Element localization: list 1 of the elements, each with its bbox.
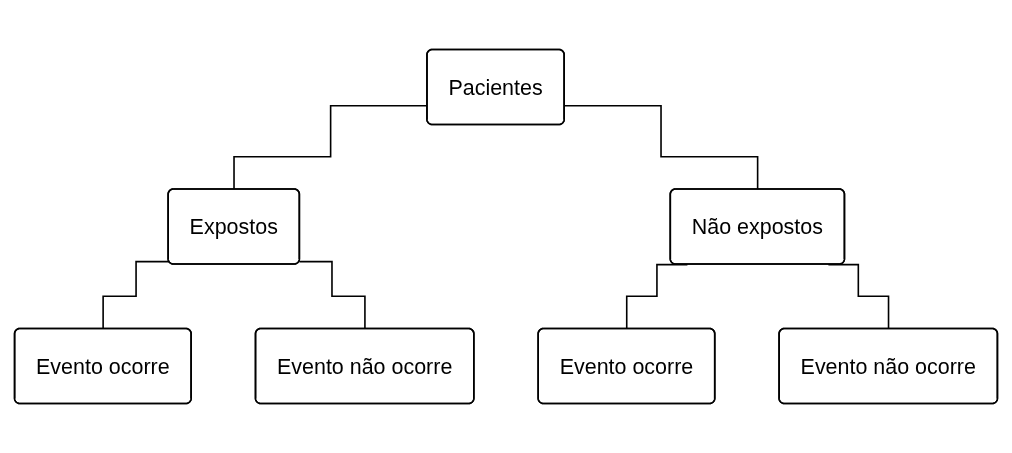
connector	[298, 260, 366, 330]
